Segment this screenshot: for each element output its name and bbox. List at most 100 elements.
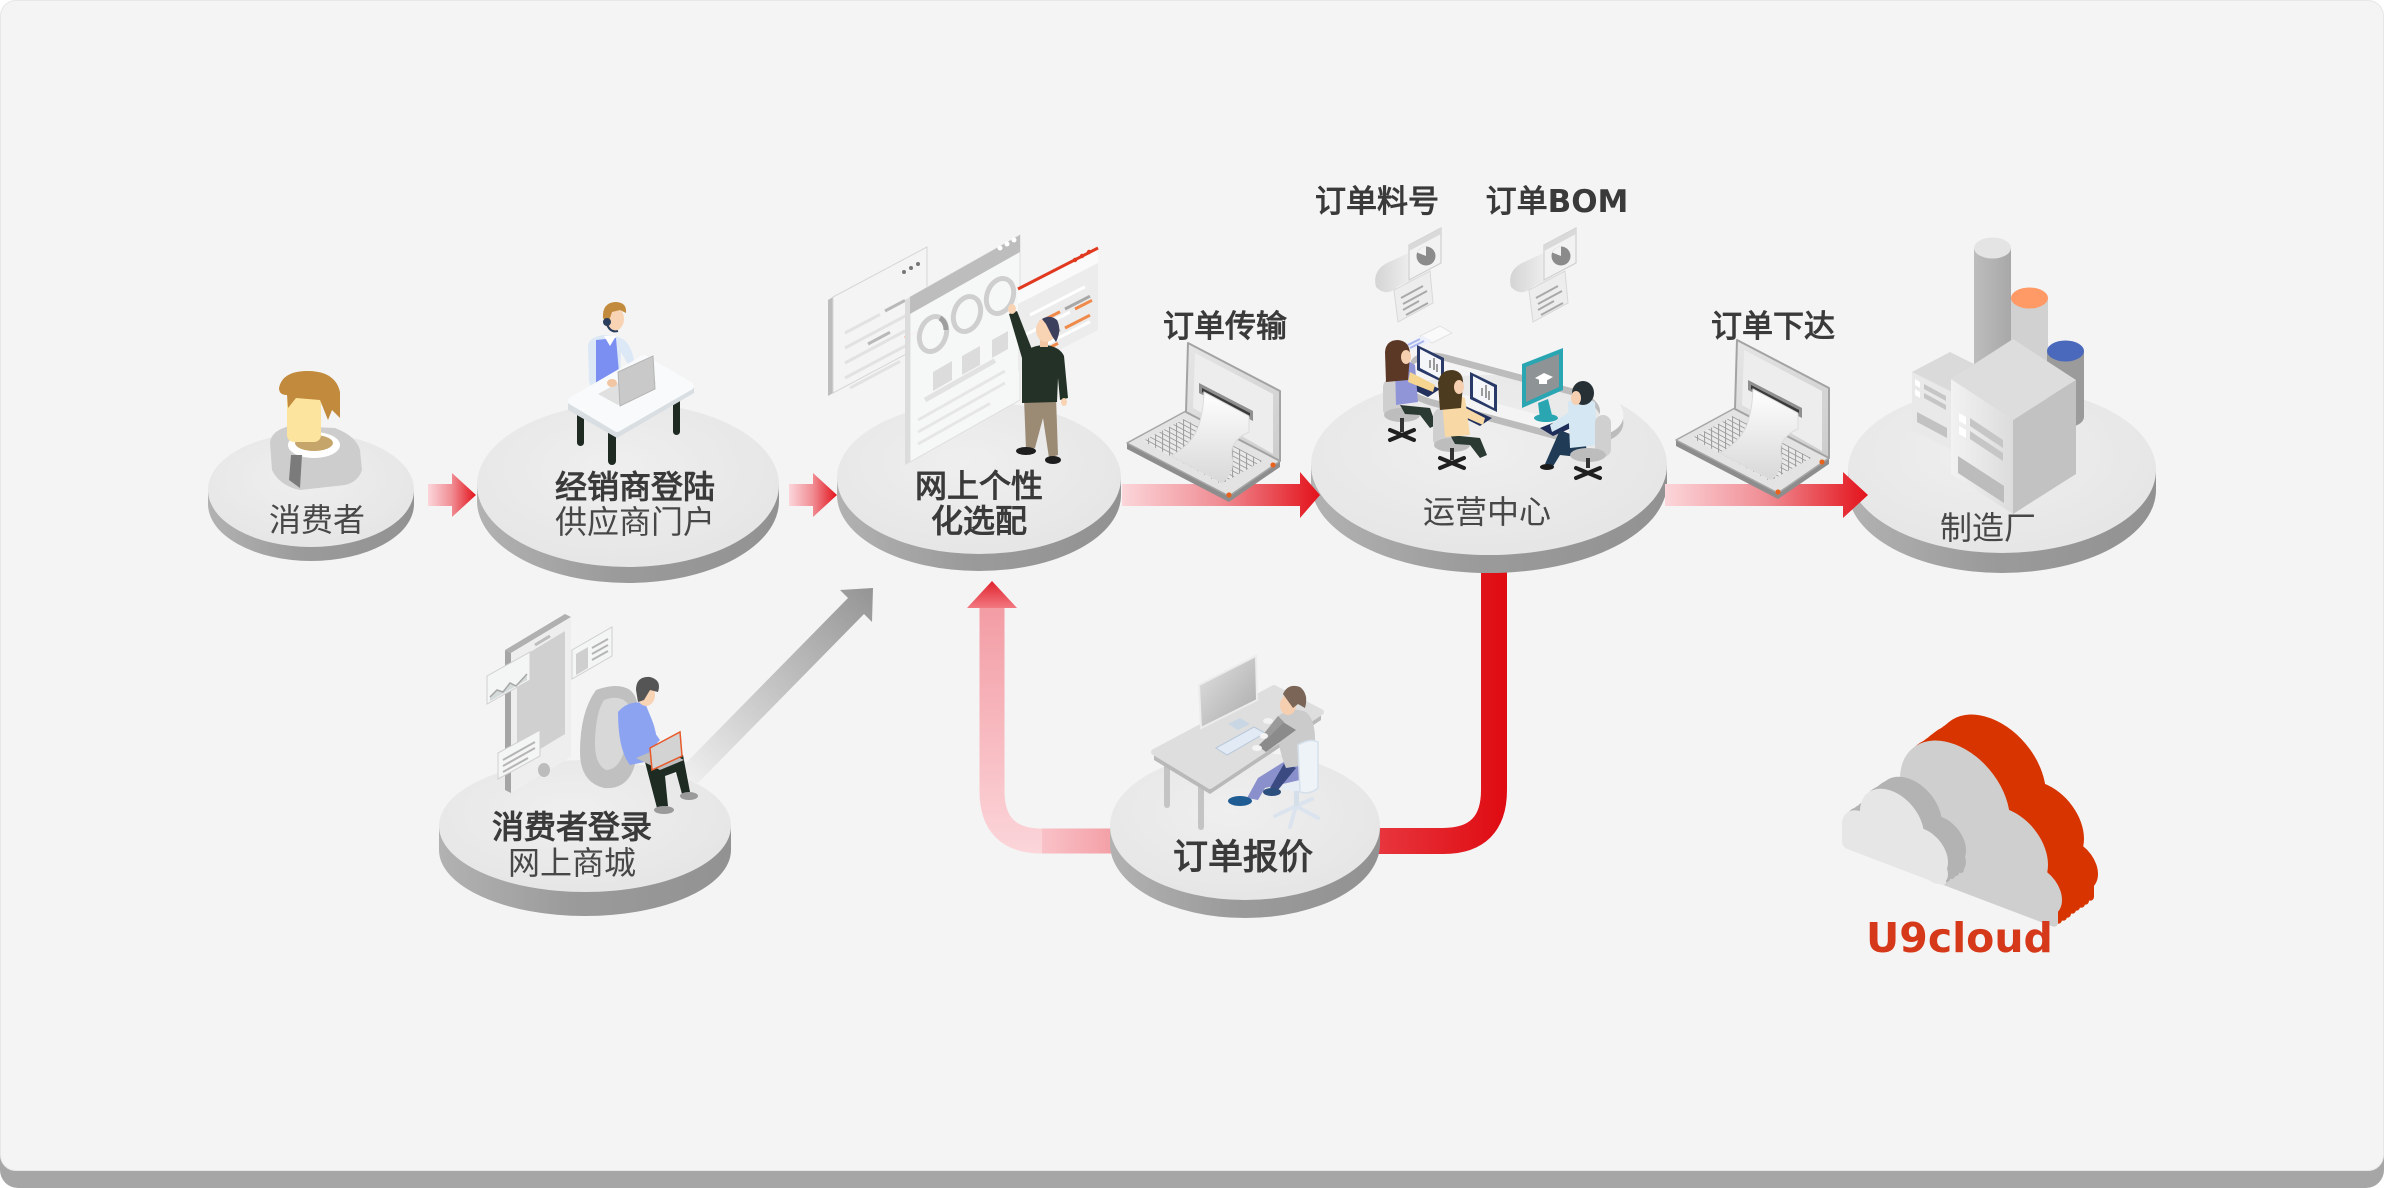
chair-back (1595, 415, 1611, 457)
pants-shadow (1270, 762, 1296, 790)
face (1454, 380, 1464, 394)
headset-mic (606, 323, 619, 333)
content-lines (917, 369, 1006, 446)
chair-post (1586, 458, 1590, 468)
phone-edge (505, 614, 571, 653)
workstation-icon (1151, 654, 1324, 830)
graduation-cap-icon (1539, 380, 1547, 384)
flow-ops-to-quote (1300, 555, 1507, 854)
flow-label-order-dispatch: 订单下达 (1711, 309, 1835, 345)
node-title-configurator-line1: 网上个性 (915, 467, 1043, 505)
platform-dealer-portal (477, 403, 779, 583)
chimney-top (1974, 237, 2011, 259)
node-title-dealer-portal: 经销商登陆 (555, 468, 715, 506)
node-title-consumer-login: 消费者登录 (492, 808, 652, 846)
desk-edge (568, 386, 694, 438)
platform-order-quote (1110, 752, 1380, 918)
document-label-bom: 订单BOM (1486, 184, 1629, 220)
configurator-screens-icon (828, 234, 1099, 465)
mouse (1263, 718, 1273, 724)
content-lines (844, 311, 916, 390)
flow-label-order-transfer: 订单传输 (1163, 309, 1288, 345)
arrow-up-icon (967, 581, 1017, 608)
content-lines (923, 358, 997, 403)
desk-leg (1164, 760, 1170, 808)
consumer-avatar-icon (270, 370, 362, 490)
paper-lines (1407, 338, 1425, 349)
shoe (1228, 796, 1252, 806)
flow-quote-to-configurator (967, 581, 1140, 854)
screen-middle (905, 234, 1021, 465)
window-dot (909, 266, 913, 270)
shoe (1540, 464, 1554, 470)
donut-chart-icon (983, 276, 1017, 316)
phone-home-button (538, 763, 550, 777)
node-label-factory: 制造厂 (1940, 509, 2036, 547)
desk-leg (1198, 776, 1204, 830)
donut-chart-icon (916, 314, 950, 354)
hair (1385, 340, 1410, 382)
window-dot (1079, 253, 1085, 259)
screen-header (1018, 249, 1098, 304)
chair-seat (1570, 448, 1606, 462)
shoe (1016, 447, 1036, 455)
arm (1408, 372, 1435, 392)
text-lines (591, 638, 609, 661)
desk-leg (673, 398, 680, 435)
pink-flow-path-vertical (979, 606, 1043, 854)
cloud-icon (1842, 691, 2098, 931)
window-bar (1924, 393, 1946, 410)
window-bar (1970, 431, 2003, 461)
document-chart-icon (1374, 227, 1442, 323)
hair (1042, 316, 1060, 342)
tile (933, 361, 952, 391)
window (1915, 389, 1920, 398)
line-chart-icon (490, 674, 527, 701)
shoe (680, 792, 698, 800)
factory-icon (1912, 237, 2084, 514)
chair-post (1400, 418, 1404, 432)
building-roof (1951, 339, 2076, 420)
hand (1252, 745, 1262, 751)
laptop-screen (617, 355, 656, 407)
screen-edge (828, 297, 833, 396)
arm (1550, 410, 1575, 432)
arm (1262, 716, 1284, 738)
u9cloud-logo: U9cloud (1842, 691, 2098, 962)
door (1917, 412, 1947, 438)
pants (1450, 435, 1487, 458)
window-dot (1004, 241, 1010, 247)
face (287, 394, 321, 442)
paper (1403, 336, 1432, 350)
shoe (1263, 788, 1281, 796)
screen-left (828, 246, 928, 396)
window-dot (1086, 249, 1092, 255)
window-dot (902, 270, 906, 274)
node-title-configurator-line2: 化选配 (931, 502, 1027, 540)
collar (604, 336, 616, 346)
tile (992, 331, 1008, 358)
hair (1283, 685, 1307, 708)
raised-arm (1009, 311, 1033, 358)
platform-top (477, 403, 779, 567)
monitor-stand (1538, 399, 1552, 418)
content-lines (867, 299, 906, 346)
hand (1008, 304, 1016, 314)
node-subtitle-consumer-login: 网上商城 (508, 844, 636, 882)
chair-post (1294, 786, 1299, 806)
arrow-login-to-configurator (680, 588, 873, 785)
phone-speaker (534, 634, 551, 647)
bar-chart (1429, 358, 1438, 372)
monitor-stand (1228, 718, 1250, 730)
graduation-cap-icon (1535, 373, 1553, 382)
monitor (1197, 654, 1259, 730)
chair-back (1297, 739, 1319, 794)
window (1959, 413, 1966, 425)
headset-icon (603, 318, 611, 326)
shirt (1568, 398, 1598, 448)
operations-team-icon (1383, 325, 1624, 480)
face (1571, 391, 1581, 405)
screen-right (1017, 246, 1099, 371)
arrow-dealer-to-configurator (789, 473, 837, 517)
window-dot (1072, 257, 1078, 263)
